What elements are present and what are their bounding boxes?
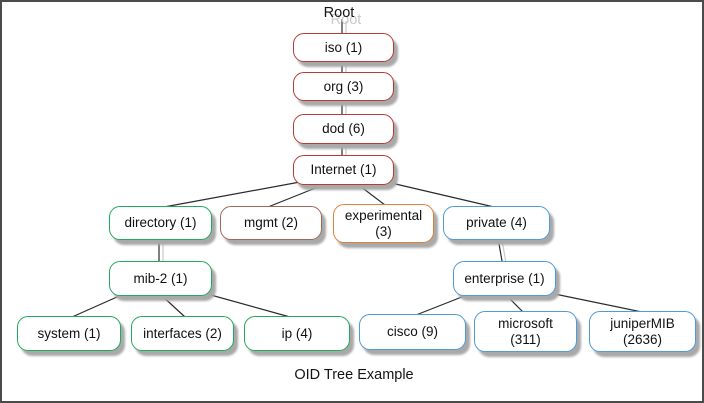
- root-label-ghost: Root: [330, 12, 362, 28]
- diagram-caption: OID Tree Example: [294, 367, 414, 383]
- node-microsoft: microsoft (311): [474, 311, 577, 352]
- node-label: cisco (9): [386, 324, 438, 339]
- node-label: private (4): [466, 215, 527, 230]
- node-label-line1: experimental: [344, 207, 423, 223]
- node-internet: Internet (1): [293, 155, 394, 185]
- node-dod: dod (6): [293, 114, 394, 144]
- node-label: Internet (1): [310, 162, 377, 177]
- node-junipermib: juniperMIB (2636): [589, 311, 696, 352]
- node-label: system (1): [37, 325, 101, 341]
- node-label: mgmt (2): [244, 215, 298, 230]
- node-label: org (3): [323, 78, 364, 94]
- node-iso: iso (1): [293, 33, 394, 62]
- node-label: interfaces (2): [143, 325, 222, 341]
- node-interfaces: interfaces (2): [131, 316, 234, 351]
- node-enterprise: enterprise (1): [453, 261, 556, 296]
- node-system: system (1): [17, 316, 121, 351]
- node-label-line2: (2636): [622, 331, 663, 347]
- node-label-line1: juniperMIB: [610, 315, 675, 331]
- root-label: Root: [323, 5, 355, 21]
- node-mib2: mib-2 (1): [109, 261, 212, 296]
- node-label-line2: (311): [510, 331, 541, 347]
- node-label: enterprise (1): [464, 270, 545, 286]
- node-label-line1: microsoft: [498, 315, 553, 331]
- node-directory: directory (1): [109, 206, 212, 240]
- node-org: org (3): [293, 72, 394, 101]
- node-label-line2: (3): [375, 223, 392, 239]
- node-label: dod (6): [322, 121, 365, 136]
- node-mgmt: mgmt (2): [220, 206, 322, 240]
- node-label: mib-2 (1): [133, 270, 188, 286]
- node-experimental: experimental (3): [333, 204, 434, 243]
- node-ip: ip (4): [244, 316, 350, 351]
- node-label: ip (4): [281, 325, 313, 341]
- node-label: directory (1): [124, 215, 197, 230]
- node-label: iso (1): [324, 39, 363, 55]
- node-private: private (4): [443, 206, 550, 240]
- node-cisco: cisco (9): [359, 314, 466, 350]
